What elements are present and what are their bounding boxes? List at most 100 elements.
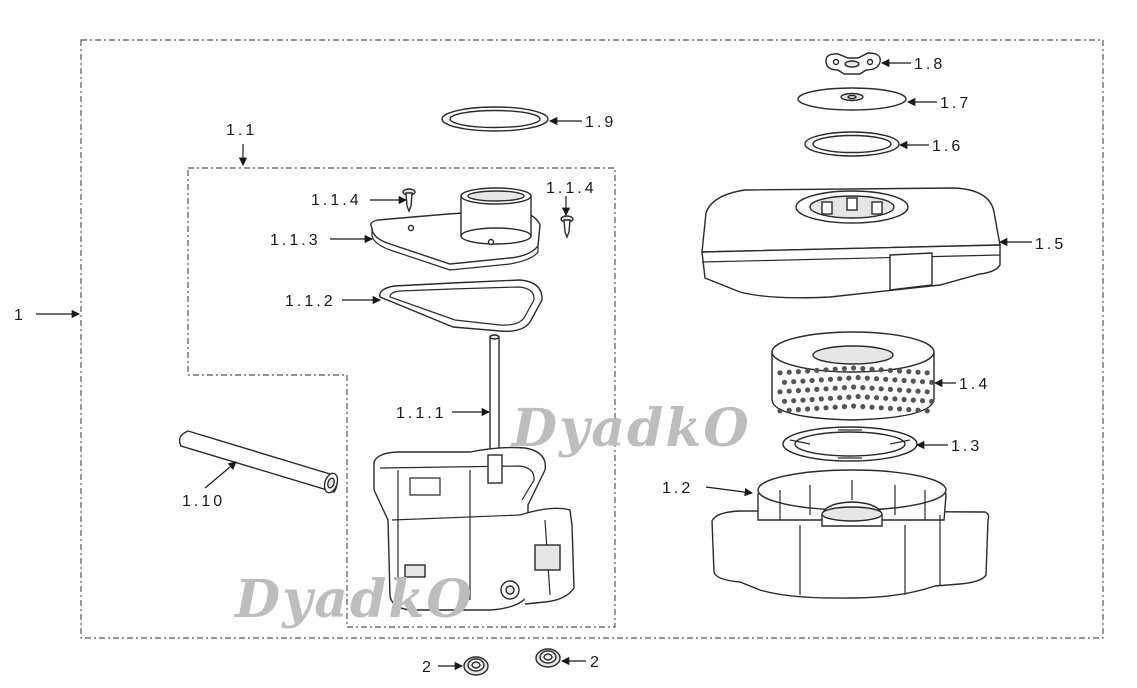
part-1-3-foam-ring xyxy=(782,426,918,462)
label-1-10: 1.10 xyxy=(182,493,225,510)
filter-hole xyxy=(809,377,815,384)
filter-hole xyxy=(841,385,848,391)
label-1: 1 xyxy=(14,307,26,324)
part-1-4-perforated-filter xyxy=(771,331,935,421)
filter-hole xyxy=(805,406,811,412)
filter-hole xyxy=(915,407,921,413)
filter-hole xyxy=(910,397,916,403)
filter-hole xyxy=(823,405,829,411)
filter-hole xyxy=(786,407,792,413)
filter-hole xyxy=(864,394,870,400)
filter-hole xyxy=(814,405,820,411)
filter-hole xyxy=(892,377,898,383)
label-1-1: 1.1 xyxy=(226,122,257,139)
filter-hole xyxy=(837,376,843,382)
filter-hole xyxy=(887,405,894,411)
part-1-2-filter-base xyxy=(711,469,990,599)
filter-hole xyxy=(878,386,884,392)
label-1-1-4-left: 1.1.4 xyxy=(311,192,362,209)
filter-hole xyxy=(814,386,820,392)
filter-hole xyxy=(837,395,843,401)
filter-hole xyxy=(869,366,875,372)
filter-hole xyxy=(869,404,875,410)
filter-hole xyxy=(887,386,894,392)
part-2-grommet-left xyxy=(463,656,489,676)
filter-hole xyxy=(791,398,797,404)
filter-hole xyxy=(864,375,870,381)
filter-hole xyxy=(897,368,903,374)
assembly-1-frame xyxy=(80,39,1104,639)
part-1-10-tube xyxy=(178,430,339,494)
filter-hole xyxy=(910,378,916,384)
filter-hole xyxy=(919,398,926,404)
part-1-6-ring xyxy=(804,131,900,157)
filter-hole xyxy=(777,370,783,376)
filter-hole xyxy=(929,398,935,404)
part-1-5-filter-cover xyxy=(701,187,1001,299)
filter-hole xyxy=(795,388,802,394)
filter-hole xyxy=(823,367,829,373)
filter-hole xyxy=(814,367,820,373)
label-1-6: 1.6 xyxy=(932,138,963,155)
filter-hole xyxy=(818,377,824,383)
label-2-right: 2 xyxy=(590,654,602,671)
filter-hole xyxy=(892,396,898,402)
watermark-upper: DyadkO xyxy=(510,398,751,459)
part-1-1-2-gasket xyxy=(379,279,543,332)
filter-hole xyxy=(832,404,838,410)
filter-hole xyxy=(832,366,838,372)
part-1-1-3-cover-plate xyxy=(370,187,541,271)
filter-hole xyxy=(929,379,935,385)
filter-hole xyxy=(795,407,802,413)
part-1-9-ring xyxy=(441,106,549,132)
filter-hole xyxy=(786,369,792,375)
filter-hole xyxy=(915,369,921,375)
filter-hole xyxy=(915,388,921,394)
filter-hole xyxy=(851,403,857,409)
label-1-3: 1.3 xyxy=(951,438,982,455)
label-1-1-4-right: 1.1.4 xyxy=(546,180,597,197)
filter-hole xyxy=(855,374,861,381)
part-1-1-body-housing xyxy=(373,446,575,611)
filter-hole xyxy=(800,378,806,384)
filter-hole xyxy=(846,375,852,381)
filter-hole xyxy=(786,388,792,394)
watermark-lower: DyadkO xyxy=(233,569,474,630)
filter-hole xyxy=(873,395,880,401)
label-1-9: 1.9 xyxy=(585,114,616,131)
filter-hole xyxy=(805,368,811,374)
filter-hole xyxy=(873,376,880,382)
part-1-7-washer xyxy=(797,87,907,111)
filter-hole xyxy=(777,408,783,414)
filter-hole xyxy=(887,367,894,373)
filter-hole xyxy=(906,388,912,394)
part-2-grommet-right xyxy=(535,648,561,668)
filter-hole xyxy=(791,379,797,385)
label-1-2: 1.2 xyxy=(662,480,693,497)
filter-hole xyxy=(901,396,907,403)
part-1-8-wing-nut xyxy=(825,52,881,75)
filter-hole xyxy=(832,385,838,391)
label-1-4: 1.4 xyxy=(959,376,990,393)
filter-hole xyxy=(924,408,930,414)
filter-hole xyxy=(827,376,834,382)
filter-hole xyxy=(809,396,815,403)
filter-hole xyxy=(846,394,852,400)
filter-hole xyxy=(841,404,848,410)
label-1-1-2: 1.1.2 xyxy=(285,293,336,310)
filter-hole xyxy=(869,385,875,391)
filter-hole xyxy=(841,366,848,372)
filter-hole xyxy=(818,396,824,402)
label-1-7: 1.7 xyxy=(940,95,971,112)
filter-hole xyxy=(860,366,866,372)
filter-hole xyxy=(805,387,811,393)
filter-hole xyxy=(924,370,930,376)
leader-lines xyxy=(36,58,1032,671)
filter-hole xyxy=(878,367,884,373)
subassembly-1-1-frame xyxy=(187,167,616,628)
filter-hole xyxy=(777,389,783,395)
filter-hole xyxy=(823,386,829,392)
filter-hole xyxy=(919,379,926,385)
label-1-5: 1.5 xyxy=(1035,236,1066,253)
